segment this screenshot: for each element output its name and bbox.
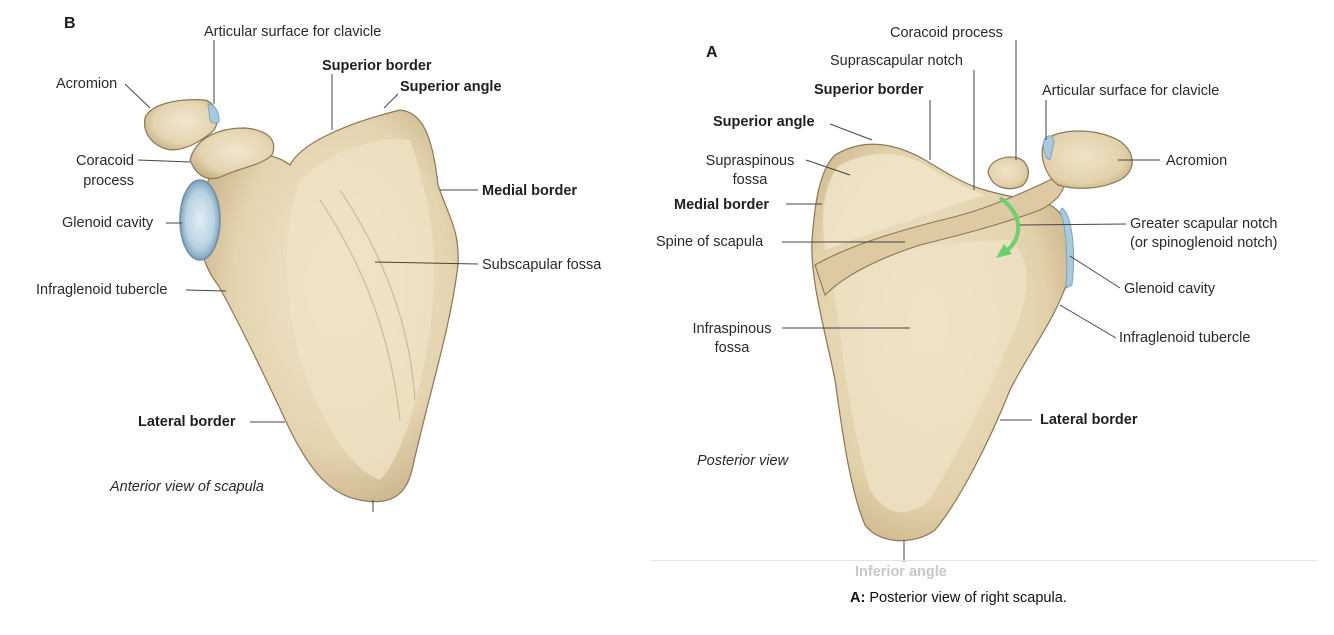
b-lateral-border-label: Lateral border [138,414,236,430]
a-greater-notch-label-line2: (or spinoglenoid notch) [1130,235,1278,251]
a-acromion-label: Acromion [1166,153,1228,169]
a-medial-border-label: Medial border [674,197,770,213]
caption-text: Posterior view of right scapula. [865,590,1067,606]
posterior-coracoid [987,156,1029,190]
panel-b-letter: B [64,15,76,32]
b-articular-surface-label: Articular surface for clavicle [204,24,382,40]
b-medial-border-label: Medial border [482,183,578,199]
infraspinous-fossa-shade [830,240,1027,513]
a-coracoid-process-label: Coracoid process [890,25,1003,41]
anterior-articular-facet [207,103,220,124]
b-superior-border-label: Superior border [322,58,432,74]
b-superior-angle-label: Superior angle [400,79,502,95]
b-coracoid-label-line2: process [83,173,134,189]
b-acromion-label: Acromion [56,76,118,92]
a-inferior-angle-label: Inferior angle [855,564,947,580]
a-articular-surface-label: Articular surface for clavicle [1042,83,1220,99]
b-view-caption: Anterior view of scapula [110,479,264,495]
a-view-caption: Posterior view [697,453,789,469]
anterior-acromion [144,99,219,151]
spinoglenoid-arrow-head [996,244,1012,258]
a-infraspinous-label-line2: fossa [714,340,750,356]
figure-caption: A: Posterior view of right scapula. [850,590,1067,606]
panel-b-leaders [124,40,479,512]
posterior-acromion [1041,130,1133,189]
a-suprascapular-notch-label: Suprascapular notch [830,53,963,69]
a-superior-angle-label: Superior angle [713,114,815,130]
b-subscapular-fossa-label: Subscapular fossa [482,257,602,273]
anterior-coracoid [189,127,275,180]
panel-a-leaders [782,40,1160,562]
a-greater-notch-label-line1: Greater scapular notch [1130,216,1278,232]
b-glenoid-cavity-label: Glenoid cavity [62,215,154,231]
a-spine-of-scapula-label: Spine of scapula [656,234,764,250]
supraspinous-fossa-shade [823,153,985,250]
anterior-ridge-2 [339,189,416,401]
a-lateral-border-label: Lateral border [1040,412,1138,428]
a-infraglenoid-tubercle-label: Infraglenoid tubercle [1119,330,1251,346]
spinoglenoid-arrow [998,196,1021,254]
panel-a-letter: A [706,44,718,61]
a-supraspinous-label-line1: Supraspinous [705,153,795,169]
b-infraglenoid-tubercle-label: Infraglenoid tubercle [36,282,168,298]
caption-prefix: A: [850,590,866,606]
subscapular-fossa-shade [286,139,434,480]
anterior-ridge [319,199,401,421]
a-superior-border-label: Superior border [814,82,924,98]
a-infraspinous-label-line1: Infraspinous [692,321,772,337]
a-glenoid-cavity-label: Glenoid cavity [1124,281,1216,297]
posterior-scapula-drawing [811,130,1133,542]
caption-separator [650,560,1318,561]
anterior-scapula-drawing [144,99,459,503]
b-coracoid-label-line1: Coracoid [75,153,134,169]
a-supraspinous-label-line2: fossa [732,172,768,188]
posterior-articular-facet [1043,135,1055,161]
anterior-glenoid-cavity [179,179,221,261]
spine-of-scapula-ridge [814,174,1065,297]
